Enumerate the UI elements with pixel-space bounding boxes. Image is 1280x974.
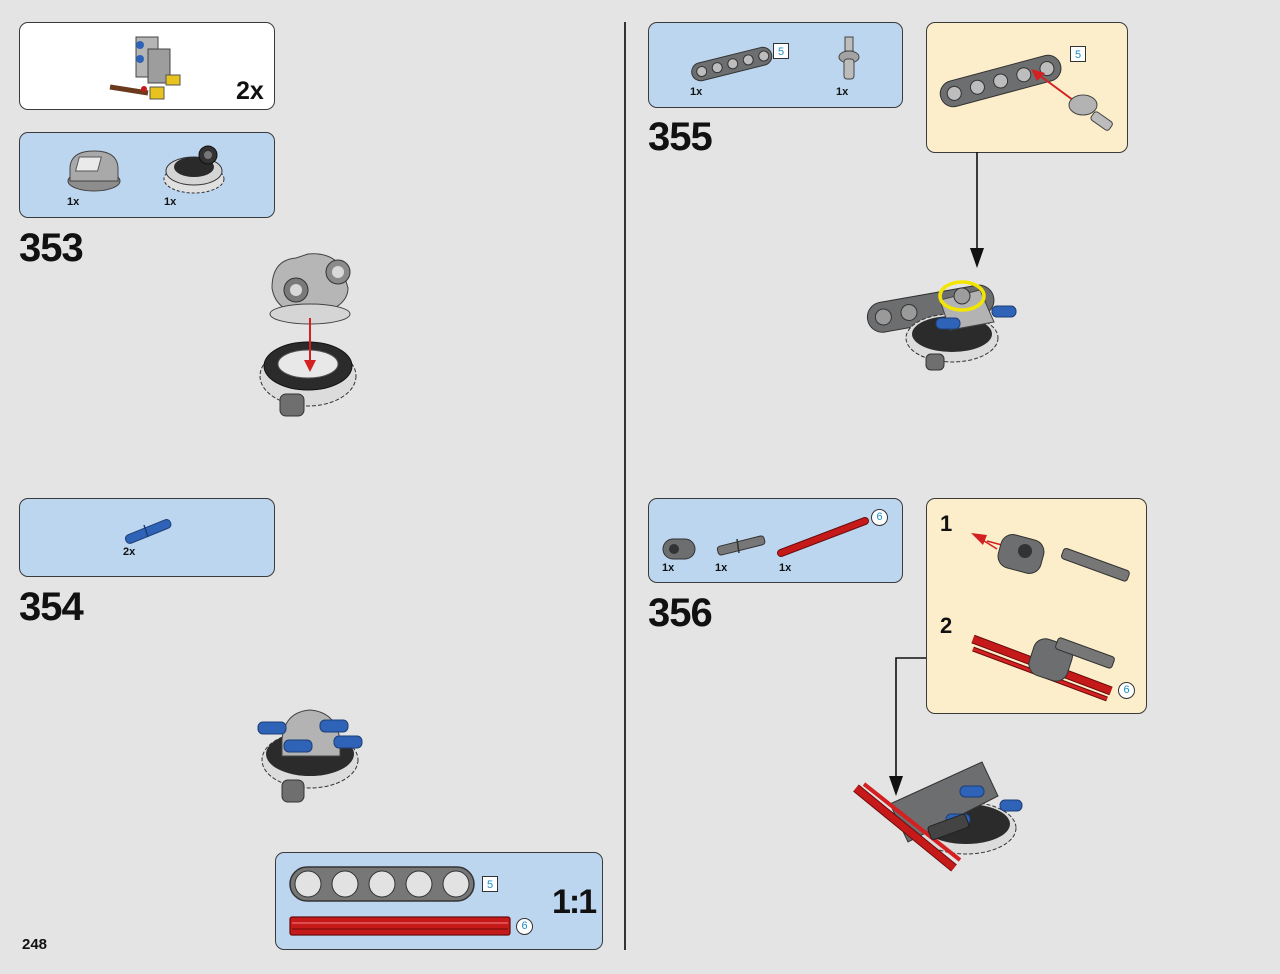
- step-number-354: 354: [19, 585, 84, 629]
- blue-pin-icon: [124, 519, 172, 544]
- turntable-gear-icon: [163, 145, 225, 194]
- parts-panel-355: 5 1x 1x: [648, 22, 903, 108]
- part-qty-356-2: 1x: [715, 562, 728, 574]
- callout-355: 5: [926, 22, 1128, 153]
- step-356-model: [853, 761, 1023, 872]
- step-353-model: [259, 253, 357, 417]
- callout-356: 1 2 6: [926, 498, 1147, 714]
- part-qty-353-2: 1x: [164, 196, 177, 208]
- subassembly-model-icon: [109, 36, 181, 100]
- sub-step-2-length-circle: 6: [1118, 682, 1135, 699]
- sub-step-1-label: 1: [940, 511, 953, 536]
- sub-step-2-label: 2: [940, 613, 953, 638]
- parts-panel-354: 2x: [19, 498, 275, 577]
- subassembly-quantity: 2x: [236, 77, 264, 105]
- callout-arrow-356: [889, 657, 926, 796]
- callout-356-drawing: [971, 533, 1130, 702]
- column-divider: [624, 22, 626, 950]
- axle-length-circle: 6: [516, 918, 533, 935]
- parts-panel-356: 6 1x 1x 1x: [648, 498, 903, 583]
- turntable-top-icon: [67, 150, 121, 192]
- subassembly-callout: 2x: [19, 22, 275, 110]
- beam-5-icon: [691, 46, 773, 82]
- part-qty-356-3: 1x: [779, 562, 792, 574]
- scale-ruler-panel: 5 6 1:1: [275, 852, 603, 950]
- part-qty-355-2: 1x: [836, 86, 849, 98]
- axle-pin-icon: [838, 36, 860, 80]
- step-number-353: 353: [19, 226, 84, 270]
- beam-ruler-icon: [289, 866, 475, 902]
- callout-355-drawing: [939, 54, 1113, 131]
- callout-arrow-355: [970, 152, 984, 268]
- axle-ruler-icon: [289, 916, 511, 936]
- part-qty-356-1: 1x: [662, 562, 675, 574]
- axle-pin-long-icon: [716, 535, 766, 556]
- part-qty-355-1: 1x: [690, 86, 703, 98]
- connector-icon: [662, 538, 696, 560]
- part-qty-353-1: 1x: [67, 196, 80, 208]
- red-axle-icon: [777, 517, 869, 557]
- red-axle-length-circle: 6: [871, 509, 888, 526]
- parts-panel-353: 1x 1x: [19, 132, 275, 218]
- step-number-356: 356: [648, 591, 713, 635]
- beam-length-box: 5: [482, 876, 498, 892]
- beam-length-box-355: 5: [773, 43, 789, 59]
- step-355-model: [866, 280, 1017, 371]
- page-number: 248: [22, 936, 48, 953]
- step-354-model: [257, 709, 363, 803]
- part-qty-354-1: 2x: [123, 546, 136, 558]
- callout-355-length-box: 5: [1070, 46, 1086, 62]
- step-number-355: 355: [648, 115, 713, 159]
- scale-label: 1:1: [552, 883, 597, 921]
